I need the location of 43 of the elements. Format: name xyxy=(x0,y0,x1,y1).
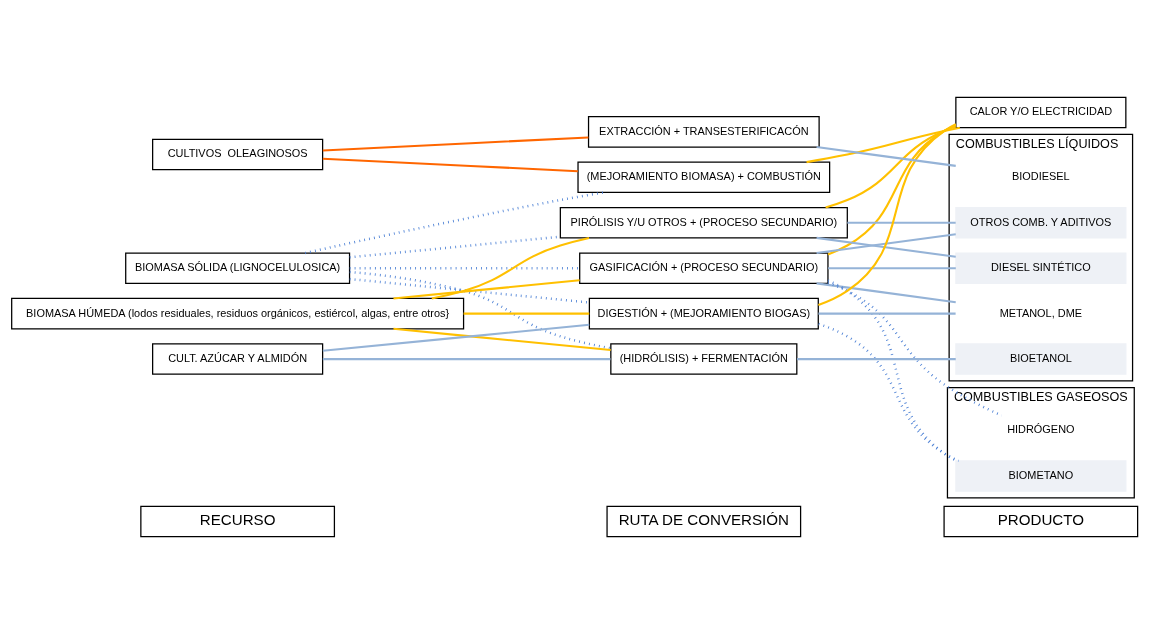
node-text: HIDRÓGENO xyxy=(1007,422,1075,435)
node-box: GASIFICACIÓN + (PROCESO SECUNDARIO) xyxy=(579,251,829,284)
connector xyxy=(393,278,580,299)
node-box: CALOR Y/O ELECTRICIDAD xyxy=(955,96,1127,128)
connector xyxy=(322,157,578,172)
node-box: (MEJORAMIENTO BIOMASA) + COMBUSTIÓN xyxy=(577,161,831,193)
connector xyxy=(816,281,956,303)
node-box: PRODUCTO xyxy=(943,505,1139,537)
connector xyxy=(828,266,956,269)
node-box: BIOMASA SÓLIDA (LIGNOCELULOSICA) xyxy=(125,251,351,284)
node-box: (HIDRÓLISIS) + FERMENTACIÓN xyxy=(610,342,798,375)
node-box: BIOETANOL xyxy=(955,342,1127,375)
connector xyxy=(322,323,590,352)
connector xyxy=(818,122,957,306)
connector xyxy=(349,270,612,350)
node-box: RECURSO xyxy=(140,505,336,537)
node-box: PIRÓLISIS Y/U OTROS + (PROCESO SECUNDARIO) xyxy=(559,206,848,239)
connector xyxy=(827,281,1003,417)
node-box: BIOMASA HÚMEDA (lodos residuales, residuos orgánicos, estiércol, algas, entre otros} xyxy=(11,297,465,329)
connector xyxy=(827,123,957,255)
node-box: DIESEL SINTÉTICO xyxy=(955,251,1127,284)
node-box: OTROS COMB. Y ADITIVOS xyxy=(955,206,1127,239)
connector xyxy=(806,126,961,163)
node-text: BIODIESEL xyxy=(1012,169,1070,182)
connector xyxy=(322,357,611,360)
connector xyxy=(431,236,590,299)
connector xyxy=(463,312,590,315)
connector xyxy=(847,221,956,224)
connector xyxy=(796,357,956,360)
node-box: CULT. AZÚCAR Y ALMIDÓN xyxy=(152,342,324,375)
node-box: BIOMETANO xyxy=(955,459,1127,492)
node-box: CULTIVOS OLEAGINOSOS xyxy=(152,138,324,170)
connector xyxy=(393,327,611,351)
connector xyxy=(322,135,589,151)
connector xyxy=(816,145,956,167)
node-box: EXTRACCIÓN + TRANSESTERIFICACÓN xyxy=(587,115,820,148)
node-box: DIGESTIÓN + (MEJORAMIENTO BIOGAS) xyxy=(588,297,819,329)
node-box: RUTA DE CONVERSIÓN xyxy=(606,505,802,537)
connector xyxy=(349,266,580,269)
connector xyxy=(818,322,960,462)
connector xyxy=(349,277,590,304)
connector xyxy=(818,312,956,315)
node-text: METANOL, DME xyxy=(999,306,1083,318)
